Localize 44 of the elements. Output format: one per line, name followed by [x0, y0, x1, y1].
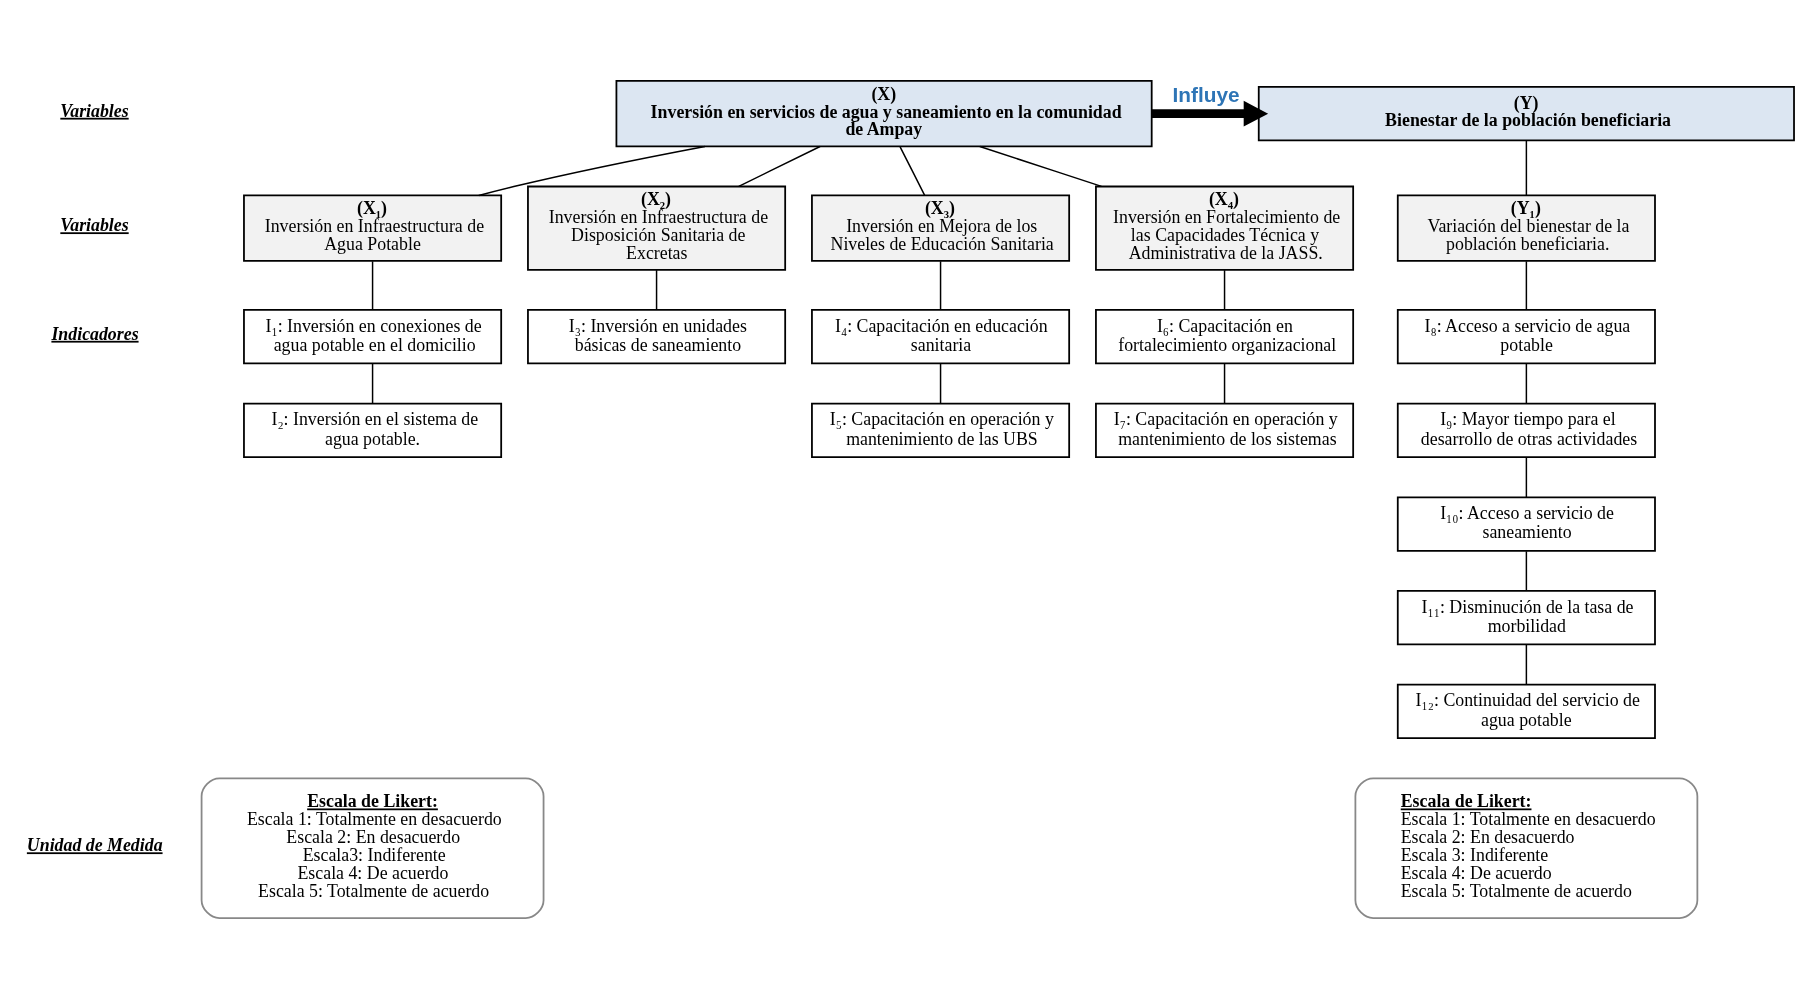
node-box: I₁: Inversión en conexiones de agua potable en el domicilio	[243, 308, 503, 364]
node-box: I₆: Capacitación en fortalecimiento organizacional	[1095, 308, 1355, 364]
connector	[738, 145, 821, 187]
node-box: (X₂) Inversión en Infraestructura de Disposición Sanitaria de Excretas	[527, 185, 787, 271]
arrow	[1151, 100, 1269, 126]
connector	[371, 362, 374, 404]
connector	[1525, 260, 1528, 311]
connector	[1525, 550, 1528, 591]
node-box: Escala de Likert: Escala 1: Totalmente en desacuerdo Escala 2: En desacuerdo Escala3: Indiferente Escala 4: De acuerdo Escala 5: Totalmente de acuerdo	[200, 776, 545, 919]
connector	[1223, 362, 1226, 404]
node-box: (Y₁) Variación del bienestar de la población beneficiaria.	[1396, 194, 1656, 262]
connector	[478, 145, 706, 196]
label: Variables	[60, 100, 129, 121]
label: Variables	[60, 214, 129, 235]
node-box: (X₃) Inversión en Mejora de los Niveles de Educación Sanitaria	[811, 194, 1071, 262]
connector	[655, 268, 658, 310]
node-box: I₄: Capacitación en educación sanitaria	[811, 308, 1071, 364]
label: Indicadores	[51, 323, 139, 344]
label: Unidad de Medida	[26, 834, 163, 855]
node-box: I₁₂: Continuidad del servicio de agua potable	[1396, 683, 1656, 739]
connector	[371, 260, 374, 311]
edge-label: Influye	[1172, 82, 1240, 106]
connector	[899, 145, 926, 196]
connector	[1525, 643, 1528, 685]
connector	[1223, 268, 1226, 310]
node-box: I₉: Mayor tiempo para el desarrollo de otras actividades	[1396, 402, 1656, 458]
node-box: I₃: Inversión en unidades básicas de saneamiento	[527, 308, 787, 364]
node-box: (Y) Bienestar de la población beneficiaria	[1257, 85, 1795, 141]
connector	[1525, 362, 1528, 404]
node-box: I₂: Inversión en el sistema de agua potable.	[243, 402, 503, 458]
node-box: (X₁) Inversión en Infraestructura de Agua Potable	[243, 194, 503, 262]
connector	[1525, 456, 1528, 498]
node-box: I₇: Capacitación en operación y mantenimiento de los sistemas	[1095, 402, 1355, 458]
node-box: (X) Inversión en servicios de agua y saneamiento en la comunidad de Ampay	[615, 79, 1153, 147]
node-box: Escala de Likert: Escala 1: Totalmente en desacuerdo Escala 2: En desacuerdo Escala 3: Indiferente Escala 4: De acuerdo Escala 5: Totalmente de acuerdo	[1354, 776, 1699, 919]
node-box: I₁₀: Acceso a servicio de saneamiento	[1396, 495, 1656, 552]
node-box: I₅: Capacitación en operación y mantenimiento de las UBS	[811, 402, 1071, 458]
connector	[939, 362, 942, 404]
connector	[979, 145, 1103, 187]
connector	[939, 260, 942, 311]
node-box: (X₄) Inversión en Fortalecimiento de las Capacidades Técnica y Administrativa de la JASS.	[1095, 185, 1355, 271]
node-box: I₁₁: Disminución de la tasa de morbilidad	[1396, 589, 1656, 645]
node-box: I₈: Acceso a servicio de agua potable	[1396, 308, 1656, 364]
connector	[1525, 139, 1528, 196]
